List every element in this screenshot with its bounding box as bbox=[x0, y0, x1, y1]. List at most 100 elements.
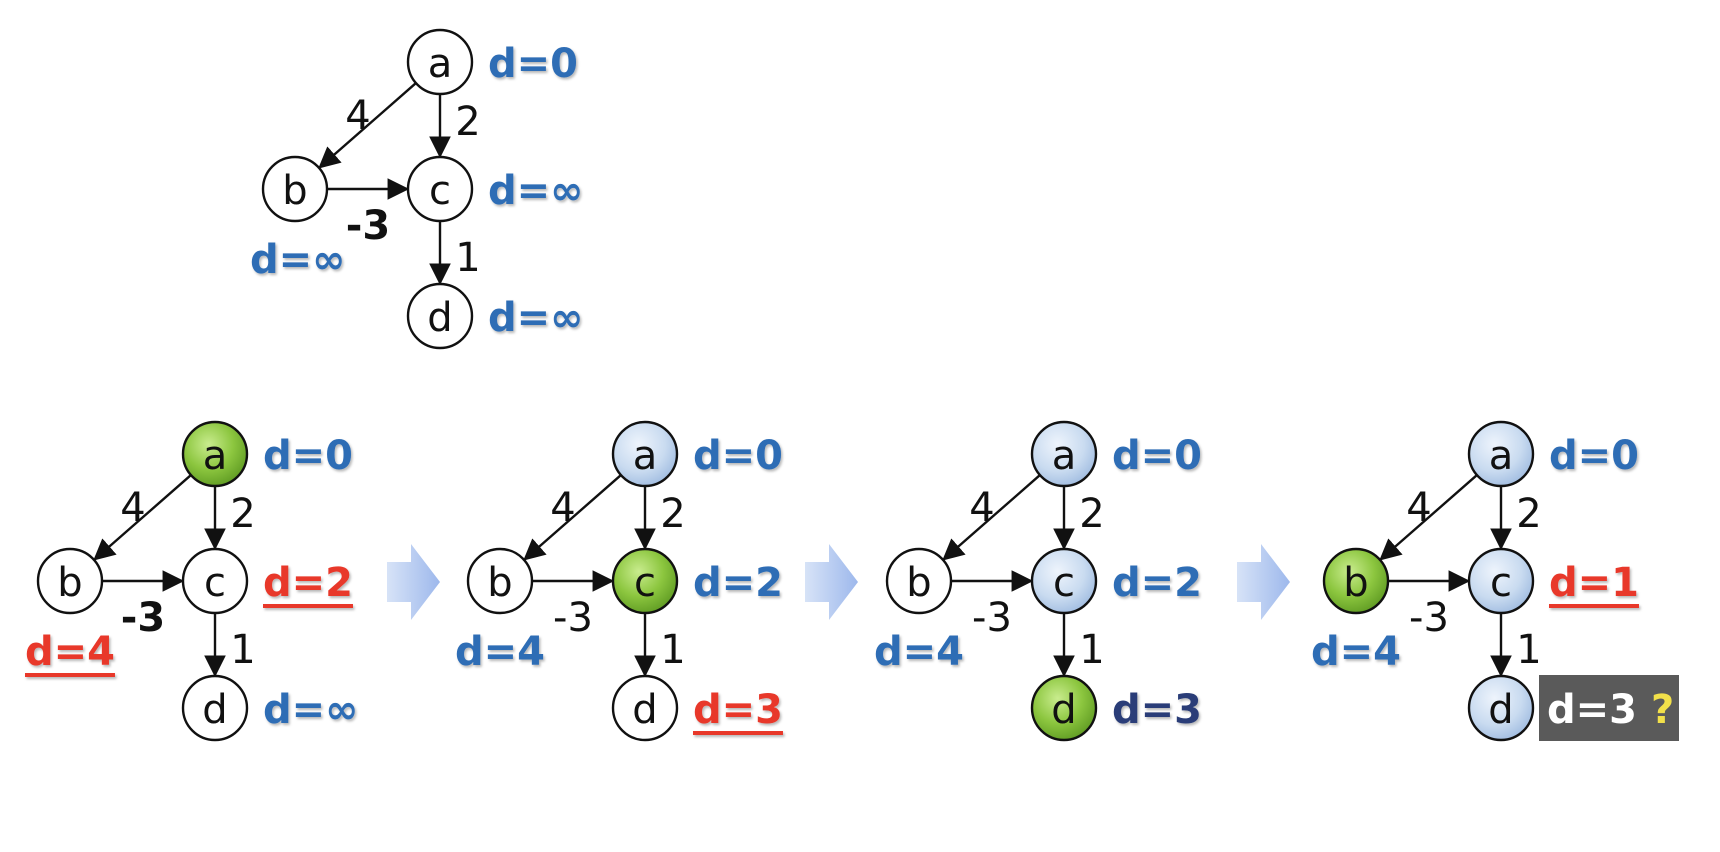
edge-weight-a-b: 4 bbox=[969, 485, 994, 531]
edge-weight-a-c: 2 bbox=[230, 491, 255, 537]
node-c: c bbox=[181, 547, 249, 615]
node-d: d bbox=[406, 282, 474, 350]
distance-label-b: d=4 bbox=[25, 629, 115, 675]
node-label-c: c bbox=[429, 168, 451, 214]
node-label-a: a bbox=[203, 433, 228, 479]
node-circle-a bbox=[611, 420, 679, 488]
question-mark: ? bbox=[1651, 687, 1674, 733]
graph-step-1: 4 2 -3 1 a b c d d=0 d=4 d=2 d=∞ bbox=[25, 420, 358, 742]
distance-label-c: d=2 bbox=[693, 560, 783, 606]
distance-label-d: d=3 bbox=[1112, 687, 1202, 733]
node-c: c bbox=[1467, 547, 1535, 615]
node-label-c: c bbox=[1053, 560, 1075, 606]
node-circle-d bbox=[406, 282, 474, 350]
node-label-d: d bbox=[1488, 687, 1513, 733]
distance-label-c: d=2 bbox=[263, 560, 353, 606]
node-label-d: d bbox=[202, 687, 227, 733]
distance-label-b: d=4 bbox=[455, 629, 545, 675]
node-c: c bbox=[406, 155, 474, 223]
edge-weight-c-d: 1 bbox=[230, 627, 255, 673]
distance-badge-d: d=3? bbox=[1539, 675, 1679, 741]
node-d: d bbox=[181, 674, 249, 742]
distance-badge-bg bbox=[1539, 675, 1679, 741]
node-a: a bbox=[1030, 420, 1098, 488]
edge-weight-a-c: 2 bbox=[1079, 491, 1104, 537]
node-circle-a bbox=[181, 420, 249, 488]
node-label-a: a bbox=[428, 41, 453, 87]
distance-label-a: d=0 bbox=[488, 41, 578, 87]
node-d: d bbox=[1467, 674, 1535, 742]
edge-weight-c-d: 1 bbox=[660, 627, 685, 673]
distance-label-c: d=1 bbox=[1549, 560, 1639, 606]
node-circle-b bbox=[885, 547, 953, 615]
node-label-b: b bbox=[57, 560, 82, 606]
node-label-b: b bbox=[487, 560, 512, 606]
edge-a-b bbox=[318, 82, 417, 169]
edge-weight-a-b: 4 bbox=[120, 485, 145, 531]
node-label-d: d bbox=[632, 687, 657, 733]
edge-weight-b-c: -3 bbox=[346, 203, 390, 249]
edge-weight-a-c: 2 bbox=[1516, 491, 1541, 537]
node-label-d: d bbox=[427, 295, 452, 341]
node-a: a bbox=[1467, 420, 1535, 488]
edge-a-b bbox=[523, 474, 622, 561]
node-circle-c bbox=[611, 547, 679, 615]
node-label-b: b bbox=[906, 560, 931, 606]
edge-weight-c-d: 1 bbox=[455, 235, 480, 281]
node-d: d bbox=[611, 674, 679, 742]
distance-label-a: d=0 bbox=[263, 433, 353, 479]
node-circle-c bbox=[406, 155, 474, 223]
node-b: b bbox=[36, 547, 104, 615]
distance-label-d: d=3 bbox=[1547, 687, 1637, 733]
node-circle-a bbox=[406, 28, 474, 96]
node-circle-d bbox=[1030, 674, 1098, 742]
node-circle-d bbox=[611, 674, 679, 742]
distance-label-a: d=0 bbox=[1112, 433, 1202, 479]
edge-a-b bbox=[93, 474, 192, 561]
node-c: c bbox=[1030, 547, 1098, 615]
node-b: b bbox=[466, 547, 534, 615]
node-circle-c bbox=[1030, 547, 1098, 615]
edge-weight-a-b: 4 bbox=[550, 485, 575, 531]
node-circle-c bbox=[1467, 547, 1535, 615]
edge-a-b bbox=[942, 474, 1041, 561]
node-label-b: b bbox=[1343, 560, 1368, 606]
node-b: b bbox=[261, 155, 329, 223]
node-circle-b bbox=[466, 547, 534, 615]
node-b: b bbox=[885, 547, 953, 615]
edge-weight-b-c: -3 bbox=[121, 595, 165, 641]
node-label-a: a bbox=[633, 433, 658, 479]
node-c: c bbox=[611, 547, 679, 615]
step-arrows bbox=[387, 544, 1290, 620]
distance-label-a: d=0 bbox=[1549, 433, 1639, 479]
node-circle-a bbox=[1030, 420, 1098, 488]
node-a: a bbox=[611, 420, 679, 488]
distance-label-d: d=3 bbox=[693, 687, 783, 733]
node-label-a: a bbox=[1052, 433, 1077, 479]
edge-weight-b-c: -3 bbox=[1409, 595, 1449, 641]
node-circle-d bbox=[1467, 674, 1535, 742]
distance-label-d: d=∞ bbox=[263, 687, 358, 733]
step-arrow-3 bbox=[1237, 544, 1290, 620]
node-circle-a bbox=[1467, 420, 1535, 488]
node-label-b: b bbox=[282, 168, 307, 214]
edge-a-b bbox=[1379, 474, 1478, 561]
edge-weight-b-c: -3 bbox=[972, 595, 1012, 641]
distance-label-b: d=4 bbox=[1311, 629, 1401, 675]
node-label-d: d bbox=[1051, 687, 1076, 733]
edge-weight-a-b: 4 bbox=[1406, 485, 1431, 531]
node-label-a: a bbox=[1489, 433, 1514, 479]
edge-weight-a-c: 2 bbox=[455, 99, 480, 145]
node-circle-b bbox=[1322, 547, 1390, 615]
node-label-c: c bbox=[1490, 560, 1512, 606]
step-arrow-2 bbox=[805, 544, 858, 620]
step-arrow-1 bbox=[387, 544, 440, 620]
node-circle-b bbox=[36, 547, 104, 615]
node-a: a bbox=[406, 28, 474, 96]
